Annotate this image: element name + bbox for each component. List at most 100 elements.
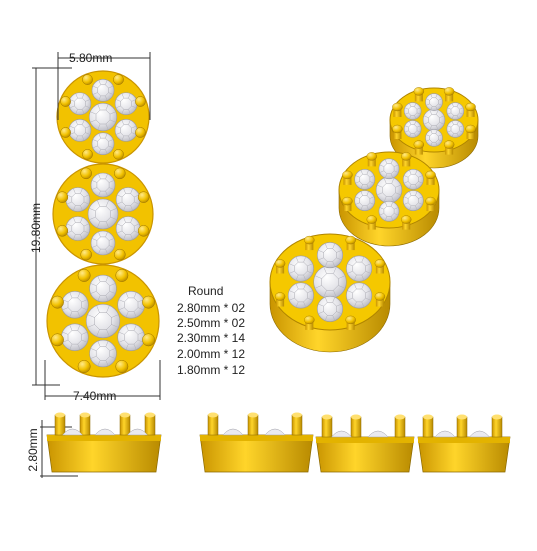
diamond xyxy=(375,176,403,204)
perspective-view xyxy=(269,87,479,353)
diamond xyxy=(422,108,446,132)
prong xyxy=(135,127,146,138)
diamond xyxy=(402,190,424,212)
side-prong-tip xyxy=(120,412,130,418)
prong-post xyxy=(346,240,355,251)
prong-post xyxy=(375,263,384,274)
diamond xyxy=(89,274,117,303)
prong-tip xyxy=(374,259,386,268)
diamond xyxy=(91,132,115,156)
prong xyxy=(82,149,93,160)
diamond xyxy=(115,187,141,212)
side-diamond xyxy=(94,428,116,436)
prong xyxy=(142,295,155,309)
side-prong-tip xyxy=(292,412,302,418)
side-prong-tip xyxy=(492,414,502,420)
diamond xyxy=(446,120,465,138)
side-diamond xyxy=(61,428,84,436)
diamond xyxy=(316,242,344,269)
prong xyxy=(56,225,69,237)
dimension-lines xyxy=(32,52,161,478)
prong-tip xyxy=(342,196,353,206)
side-prong-tip xyxy=(395,414,405,420)
side-diamond xyxy=(222,428,244,436)
prong-tip xyxy=(366,152,377,161)
cluster-head xyxy=(56,70,150,164)
diamond xyxy=(354,168,376,190)
diamond xyxy=(90,230,116,256)
stone-shape: Round xyxy=(188,284,223,298)
prong xyxy=(142,333,155,347)
front-view xyxy=(46,70,160,378)
side-rim xyxy=(316,437,414,443)
prong xyxy=(137,225,150,237)
prong-post xyxy=(343,174,352,185)
side-prong-tip xyxy=(145,412,155,418)
side-prong-tip xyxy=(457,414,467,420)
side-rim xyxy=(418,437,510,443)
diamond xyxy=(346,255,373,282)
prong xyxy=(56,191,69,203)
perspective-cluster xyxy=(338,151,440,247)
side-diamond xyxy=(330,430,353,438)
prong-post xyxy=(466,106,475,117)
prong-post xyxy=(445,144,454,155)
prong-tip xyxy=(304,315,315,325)
stone-spec-line-5: 1.80mm * 12 xyxy=(177,363,245,377)
prong-tip xyxy=(401,215,412,224)
prong xyxy=(137,191,150,203)
diamond xyxy=(403,102,422,120)
prong-post xyxy=(402,156,411,167)
diamond xyxy=(65,187,91,212)
prong xyxy=(135,96,146,107)
prong-tip xyxy=(413,87,425,96)
prong-post xyxy=(426,174,435,185)
prong xyxy=(77,269,91,282)
side-prong xyxy=(456,416,468,438)
diamond xyxy=(115,216,141,241)
side-prong-tip xyxy=(322,414,332,420)
prong xyxy=(60,127,71,138)
side-prong xyxy=(207,414,219,436)
prong xyxy=(113,74,124,85)
prong-post xyxy=(276,296,285,307)
stone-spec: Round 2.80mm * 02 2.50mm * 02 2.30mm * 1… xyxy=(177,284,245,377)
dimension-height: 19.80mm xyxy=(29,203,43,253)
perspective-cluster xyxy=(269,233,391,353)
stone-spec-line-1: 2.80mm * 02 xyxy=(177,301,245,315)
stone-spec-line-4: 2.00mm * 12 xyxy=(177,347,245,361)
side-profile xyxy=(315,414,415,473)
prong-post xyxy=(466,129,475,140)
side-prong xyxy=(394,416,406,438)
prong-post xyxy=(346,319,355,330)
diamond xyxy=(287,282,314,309)
prong-tip xyxy=(366,215,377,224)
side-prong-tip xyxy=(55,412,65,418)
prong-tip xyxy=(342,170,353,180)
side-prong-tip xyxy=(351,414,361,420)
prong-tip xyxy=(274,259,286,268)
side-prong xyxy=(422,416,434,438)
perspective-cluster xyxy=(389,87,479,169)
side-prong xyxy=(119,414,131,436)
side-views xyxy=(46,412,511,473)
prong-post xyxy=(375,296,384,307)
diamond xyxy=(91,78,115,102)
prong-post xyxy=(414,91,423,102)
diamond xyxy=(403,120,422,138)
prong-post xyxy=(402,219,411,230)
prong xyxy=(114,248,126,261)
side-prong-tip xyxy=(248,412,258,418)
side-prong-tip xyxy=(423,414,433,420)
diamond xyxy=(61,291,89,319)
prong-tip xyxy=(345,235,356,245)
prong-tip xyxy=(392,124,403,134)
stone-spec-line-2: 2.50mm * 02 xyxy=(177,316,245,330)
diamond xyxy=(378,200,400,222)
side-profile xyxy=(46,412,162,473)
side-prong-tip xyxy=(80,412,90,418)
cluster-head xyxy=(52,163,154,265)
side-diamond xyxy=(264,428,286,436)
